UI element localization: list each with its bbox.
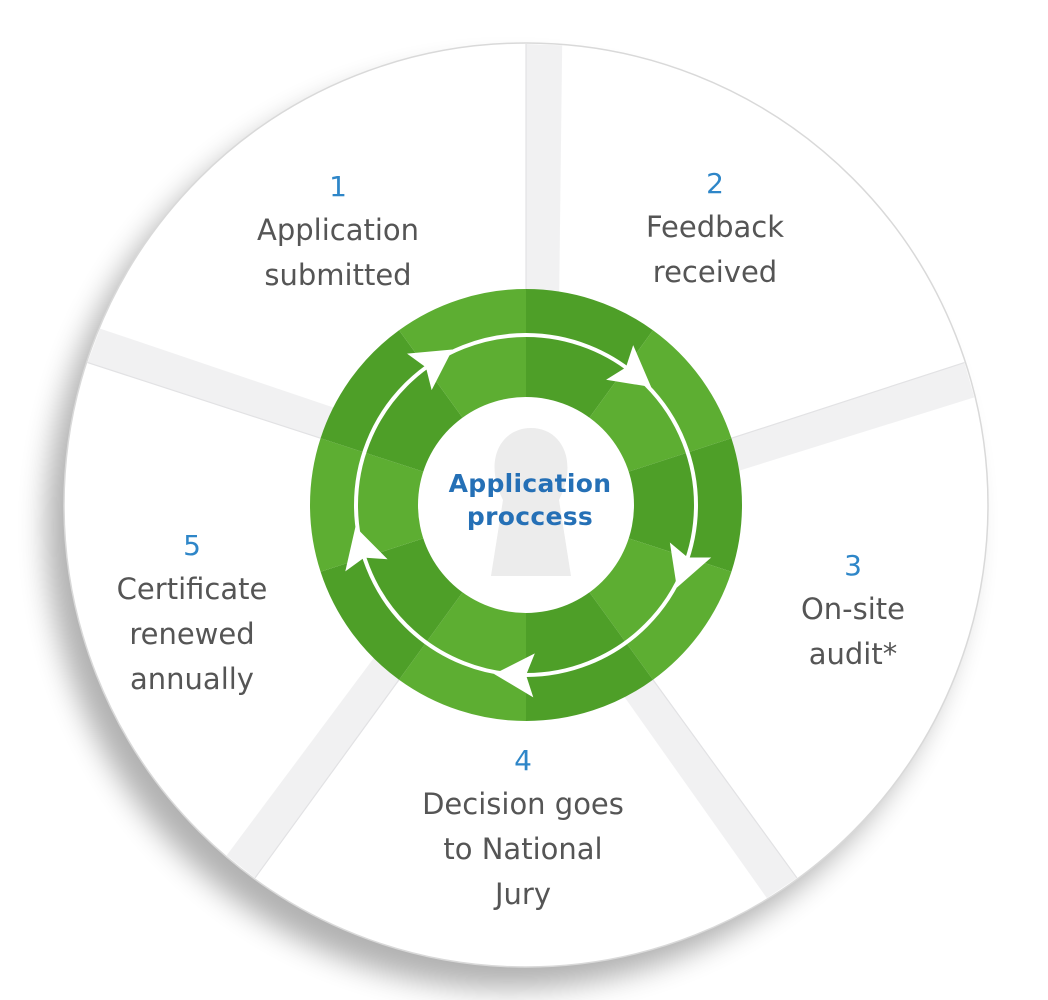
step-label-line: annually [130,662,254,696]
step-label-line: Application [256,213,420,247]
divider-shade [226,654,402,878]
center-title-line-1: Application [448,469,612,498]
step-label-line: audit* [808,637,898,671]
keyhole-icon [491,428,571,576]
ring-segment [309,438,426,572]
ring-segment [626,438,742,572]
step-label-line: to National [443,832,603,866]
arrowhead-icon [669,542,712,588]
segment-divider [254,676,402,879]
divider-shade [727,362,975,472]
step-number: 1 [329,170,347,203]
step-label-line: Feedback [645,210,785,244]
step-label-line: received [652,255,778,289]
step-number: 2 [706,167,724,200]
divider-shade [526,44,563,296]
arrowhead-icon [407,349,453,391]
divider-shade [622,676,797,899]
step-label-line: Jury [494,877,552,911]
step-label-line: Certificate [116,572,268,606]
ring-segment [526,289,653,420]
arrowhead-icon [494,653,535,698]
segment-divider [650,676,798,879]
step-label-line: Decision goes [422,787,624,821]
segment-divider [87,361,325,441]
arrowheads [345,345,712,698]
step-number: 4 [514,744,532,777]
segment-divider [727,361,965,441]
step-label-line: submitted [264,258,412,292]
divider-shade [87,328,338,440]
step-number: 5 [183,529,201,562]
step-label-line: On-site [800,592,906,626]
ring-segment [399,590,526,721]
step-label-line: renewed [129,617,255,651]
segment-dividers [87,44,975,899]
arrowhead-icon [345,526,388,572]
center-title: Application proccess [449,467,612,533]
center-title-line-2: proccess [466,502,594,531]
arrowhead-icon [606,345,652,388]
ring-segment [399,289,526,420]
step-number: 3 [844,549,862,582]
ring-segment [526,590,653,721]
